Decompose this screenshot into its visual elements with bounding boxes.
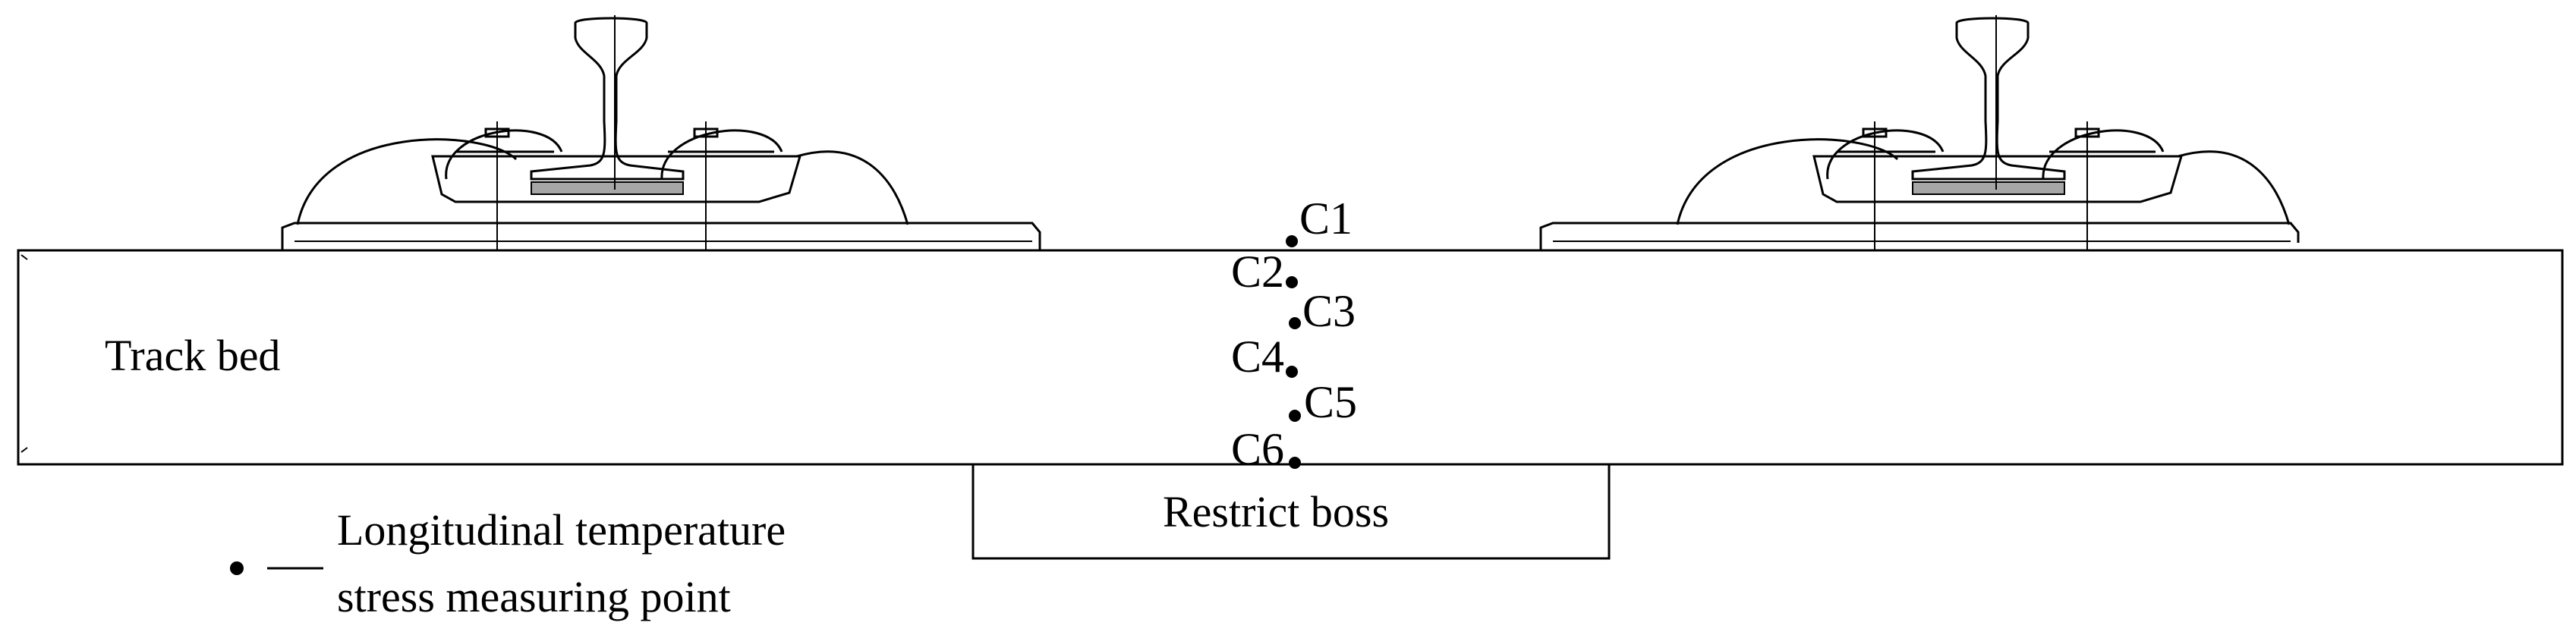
right-rail-pad-base (1539, 222, 2300, 250)
left-clip-left (445, 129, 563, 180)
right-rail-pad (1912, 181, 2065, 195)
right-shoulder-profile (1676, 138, 2291, 225)
legend-text-line2: stress measuring point (337, 572, 731, 621)
right-baseplate (1812, 155, 2183, 203)
restrict-boss: Restrict boss (972, 463, 1611, 560)
measuring-point-label-c1: C1 (1299, 193, 1353, 244)
right-fastening-system (1539, 15, 2300, 250)
left-rail-pad-base (281, 222, 1041, 250)
measuring-point-label-c4: C4 (1231, 332, 1284, 382)
legend-point-marker (230, 561, 244, 575)
left-rail (530, 17, 685, 181)
legend-text-line1: Longitudinal temperature (337, 505, 786, 555)
measuring-point-label-c3: C3 (1302, 286, 1356, 336)
restrict-boss-label: Restrict boss (1163, 487, 1389, 536)
legend: Longitudinal temperature stress measurin… (230, 505, 786, 621)
left-baseplate (431, 155, 801, 203)
measuring-point-c2: C2 (1231, 247, 1298, 297)
left-fastening-system (281, 15, 1041, 250)
measuring-point-label-c6: C6 (1231, 424, 1284, 474)
measuring-point-label-c2: C2 (1231, 247, 1284, 297)
measuring-point-c3: C3 (1289, 286, 1356, 336)
left-clip-right (660, 129, 783, 180)
track-bed-label: Track bed (105, 331, 280, 380)
right-clip-right (2042, 129, 2165, 180)
measuring-point-c5: C5 (1289, 377, 1357, 427)
right-rail (1911, 17, 2066, 181)
measuring-point-c6: C6 (1231, 424, 1301, 474)
measuring-point-c4: C4 (1231, 332, 1298, 382)
right-clip-left (1826, 129, 1945, 180)
left-rail-pad (531, 181, 684, 195)
measuring-points: C1 C2 C3 C4 C5 C6 (1231, 193, 1357, 474)
measuring-point-c1: C1 (1286, 193, 1353, 247)
measuring-point-label-c5: C5 (1304, 377, 1357, 427)
